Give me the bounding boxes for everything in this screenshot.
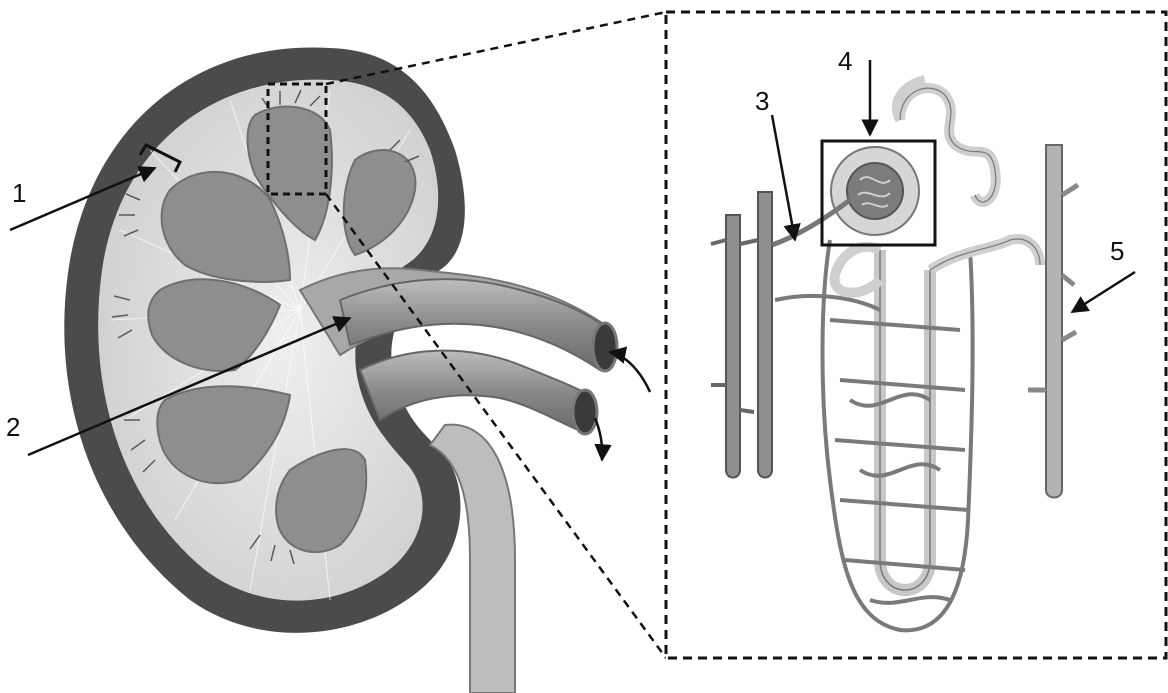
label-1: 1: [12, 178, 26, 208]
kidney-cross-section: [64, 47, 650, 693]
flow-arrow-out: [595, 418, 602, 460]
arcuate-vein: [758, 192, 772, 478]
label-5: 5: [1110, 236, 1124, 266]
renal-corpuscle: [831, 147, 919, 235]
label-4: 4: [838, 46, 852, 76]
arcuate-artery: [726, 215, 740, 478]
glomerulus: [847, 163, 903, 219]
label-2: 2: [6, 412, 20, 442]
label-3: 3: [755, 86, 769, 116]
vein-opening: [573, 390, 597, 434]
interlobular-vein: [1046, 145, 1062, 498]
artery-opening: [593, 323, 617, 371]
